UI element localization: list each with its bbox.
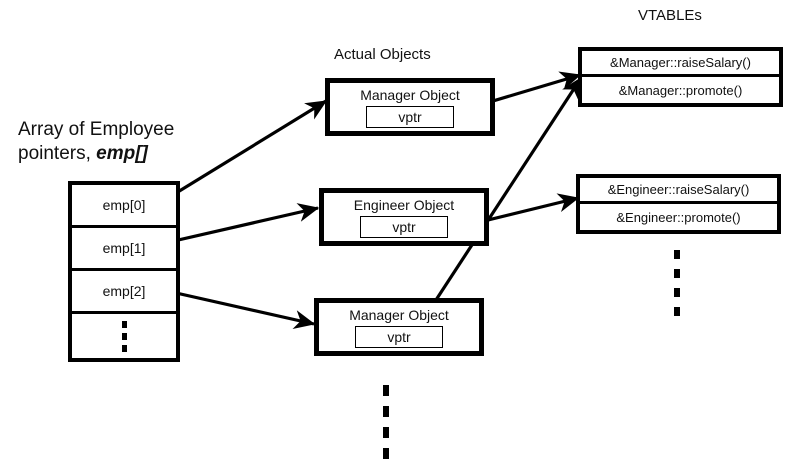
object-title: Manager Object — [360, 87, 460, 103]
vtables-caption: VTABLEs — [638, 7, 702, 24]
vptr-slot[interactable]: vptr — [355, 326, 443, 348]
vtable-entry[interactable]: &Engineer::raiseSalary() — [580, 178, 777, 204]
actual-objects-caption: Actual Objects — [334, 46, 431, 63]
vptr-slot[interactable]: vptr — [360, 216, 448, 238]
vtable-entry[interactable]: &Manager::raiseSalary() — [582, 51, 779, 77]
object-box-engineer[interactable]: Engineer Object vptr — [319, 188, 489, 246]
objects-continuation-ellipsis-icon — [383, 385, 389, 459]
array-heading-line2-prefix: pointers, — [18, 143, 97, 164]
array-cell-label: emp[1] — [102, 240, 146, 256]
object-title: Manager Object — [349, 307, 449, 323]
array-cell-emp0[interactable]: emp[0] — [72, 185, 176, 228]
vptr-label: vptr — [398, 109, 422, 125]
array-cell-emp2[interactable]: emp[2] — [72, 271, 176, 314]
vertical-ellipsis-icon — [121, 314, 127, 358]
object-title: Engineer Object — [353, 197, 455, 213]
vptr-label: vptr — [392, 219, 416, 235]
array-heading-line2: pointers, emp[] — [18, 142, 258, 166]
vtable-entry[interactable]: &Manager::promote() — [582, 77, 779, 103]
vtable-entry[interactable]: &Engineer::promote() — [580, 204, 777, 230]
vtables-continuation-ellipsis-icon — [674, 250, 680, 316]
array-heading-line1: Array of Employee — [18, 119, 175, 140]
vtable-engineer[interactable]: &Engineer::raiseSalary() &Engineer::prom… — [576, 174, 781, 234]
array-heading: Array of Employee pointers, emp[] — [18, 118, 258, 166]
array-cell-ellipsis — [72, 314, 176, 358]
array-cell-emp1[interactable]: emp[1] — [72, 228, 176, 271]
array-cell-label: emp[2] — [102, 283, 146, 299]
array-heading-emp-symbol: emp[] — [96, 143, 148, 164]
employee-pointer-array: emp[0] emp[1] emp[2] — [68, 181, 180, 362]
object-box-manager-bottom[interactable]: Manager Object vptr — [314, 298, 484, 356]
vtable-manager[interactable]: &Manager::raiseSalary() &Manager::promot… — [578, 47, 783, 107]
array-cell-label: emp[0] — [102, 197, 146, 213]
vptr-label: vptr — [387, 329, 411, 345]
vptr-slot[interactable]: vptr — [366, 106, 454, 128]
object-box-manager-top[interactable]: Manager Object vptr — [325, 78, 495, 136]
